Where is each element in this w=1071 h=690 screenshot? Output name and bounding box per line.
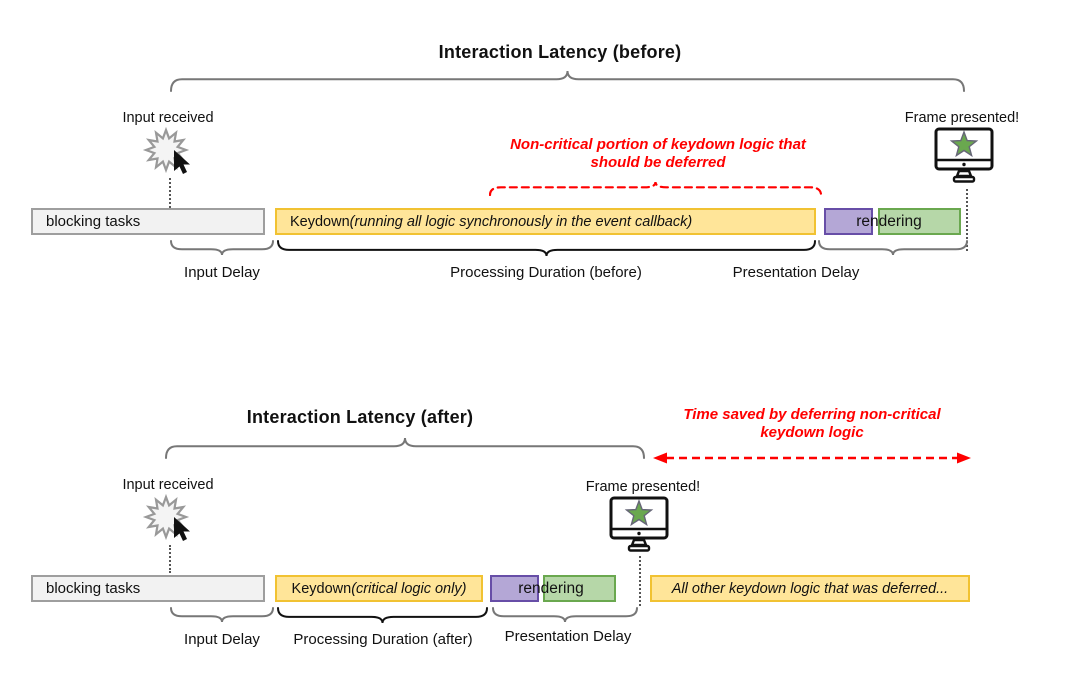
- after-title: Interaction Latency (after): [246, 407, 474, 427]
- green-star-icon: [949, 129, 979, 158]
- before-processing-brace: [277, 240, 816, 257]
- before-span-brace: [170, 70, 965, 92]
- after-processing-brace: [277, 607, 488, 624]
- before-red-annotation: Non-critical portion of keydown logic th…: [510, 136, 806, 171]
- bar-label: blocking tasks: [46, 580, 141, 597]
- after-blocking-tasks-bar: blocking tasks: [31, 575, 265, 602]
- after-red-annotation: Time saved by deferring non-critical key…: [683, 406, 941, 441]
- after-input-delay-label: Input Delay: [184, 631, 260, 648]
- before-input-dotted-line: [169, 178, 171, 208]
- before-presentation-brace: [818, 240, 968, 256]
- deferred-logic-bar: All other keydown logic that was deferre…: [650, 575, 970, 602]
- after-processing-label: Processing Duration (after): [293, 631, 473, 648]
- before-rendering-bar: [878, 208, 961, 235]
- before-keydown-bar: Keydown (running all logic synchronously…: [275, 208, 816, 235]
- bar-label-italic: (running all logic synchronously in the …: [349, 213, 693, 230]
- after-input-dotted-line: [169, 545, 171, 573]
- after-input-received-label: Input received: [122, 477, 214, 493]
- bar-label-italic: (critical logic only): [351, 580, 467, 597]
- cursor-arrow-icon: [174, 150, 190, 174]
- after-rendering-bar: [543, 575, 616, 602]
- monitor-star-icon: [609, 496, 669, 552]
- bar-label-italic: All other keydown logic that was deferre…: [671, 580, 949, 597]
- monitor-star-icon: [934, 127, 994, 183]
- bar-label: blocking tasks: [46, 213, 141, 230]
- before-presentation-label: Presentation Delay: [732, 264, 860, 281]
- green-star-icon: [624, 498, 654, 527]
- after-presentation-brace: [492, 607, 638, 623]
- before-input-delay-brace: [170, 240, 274, 256]
- before-title: Interaction Latency (before): [438, 42, 682, 62]
- before-blocking-tasks-bar: blocking tasks: [31, 208, 265, 235]
- bar-label: Keydown: [291, 580, 352, 597]
- before-input-received-label: Input received: [122, 110, 214, 126]
- after-compositing-bar: [490, 575, 539, 602]
- before-input-delay-label: Input Delay: [184, 264, 260, 281]
- before-rendering-label: rendering: [856, 212, 922, 230]
- before-frame-presented-label: Frame presented!: [904, 110, 1020, 126]
- after-keydown-bar: Keydown (critical logic only): [275, 575, 483, 602]
- after-input-delay-brace: [170, 607, 274, 623]
- after-rendering-label: rendering: [518, 579, 584, 597]
- after-frame-presented-label: Frame presented!: [585, 479, 701, 495]
- cursor-arrow-icon: [174, 517, 190, 541]
- input-burst-icon: [142, 126, 190, 174]
- before-processing-label: Processing Duration (before): [450, 264, 642, 281]
- after-span-brace: [165, 437, 645, 459]
- deferred-portion-brace: [489, 181, 822, 196]
- after-frame-dotted-line: [639, 556, 641, 606]
- input-burst-icon: [142, 493, 190, 541]
- after-presentation-label: Presentation Delay: [504, 628, 632, 645]
- before-frame-dotted-line: [966, 189, 968, 251]
- before-compositing-bar: [824, 208, 873, 235]
- bar-label: Keydown: [290, 213, 350, 230]
- time-saved-arrow: [653, 452, 971, 464]
